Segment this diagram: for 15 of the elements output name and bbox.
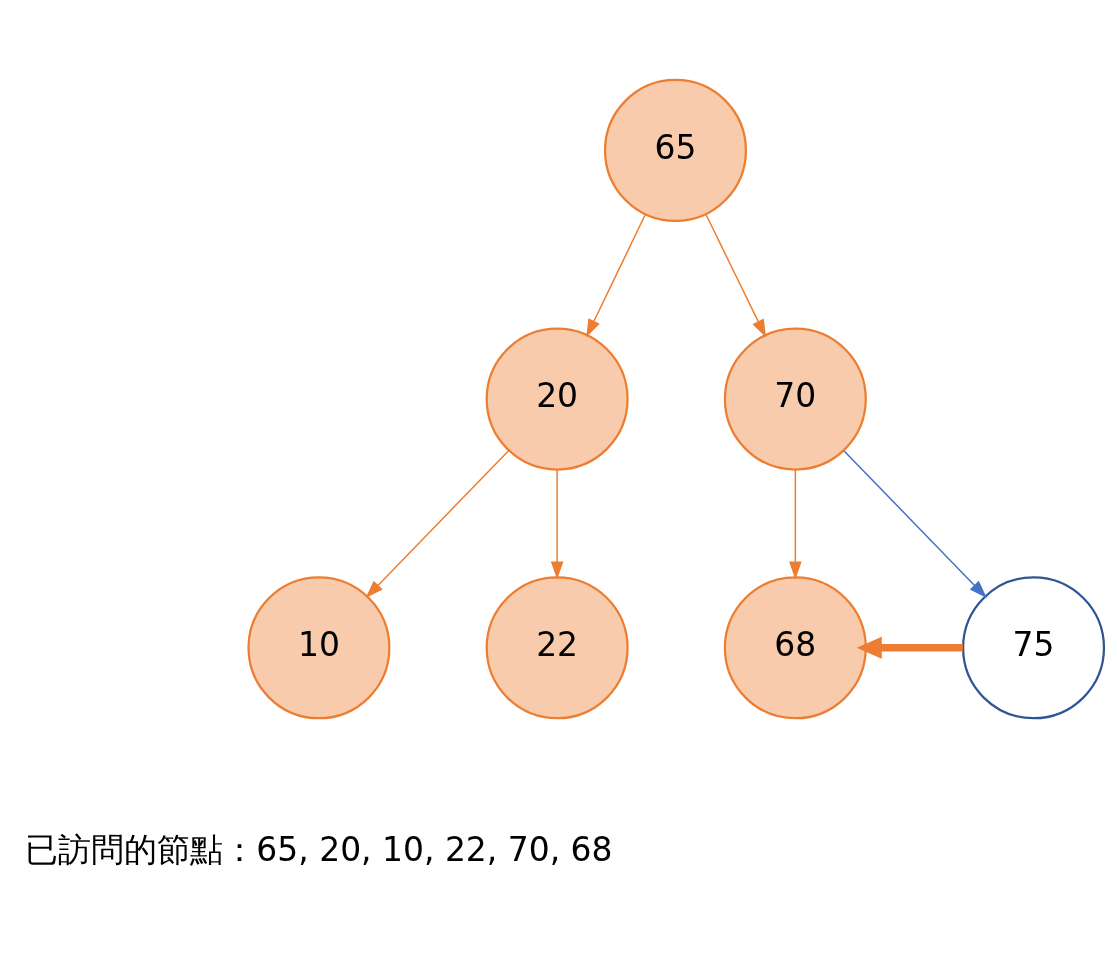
- arrow: [705, 213, 767, 338]
- node-circle: 10: [247, 576, 391, 720]
- label: 已訪問的節點：65, 20, 10, 22, 70, 68: [25, 830, 613, 870]
- node-circle: 20: [485, 327, 629, 471]
- node-circle: 22: [485, 576, 629, 720]
- arrow: [365, 450, 510, 599]
- arrow: [843, 450, 987, 599]
- node-circle: 68: [723, 576, 867, 720]
- node-circle: 65: [603, 78, 747, 222]
- arrow: [550, 468, 564, 580]
- node-circle: 75: [962, 576, 1106, 720]
- arrow: [789, 468, 802, 580]
- arrow: [856, 636, 963, 659]
- arrow: [586, 213, 647, 338]
- node-circle: 70: [723, 327, 867, 471]
